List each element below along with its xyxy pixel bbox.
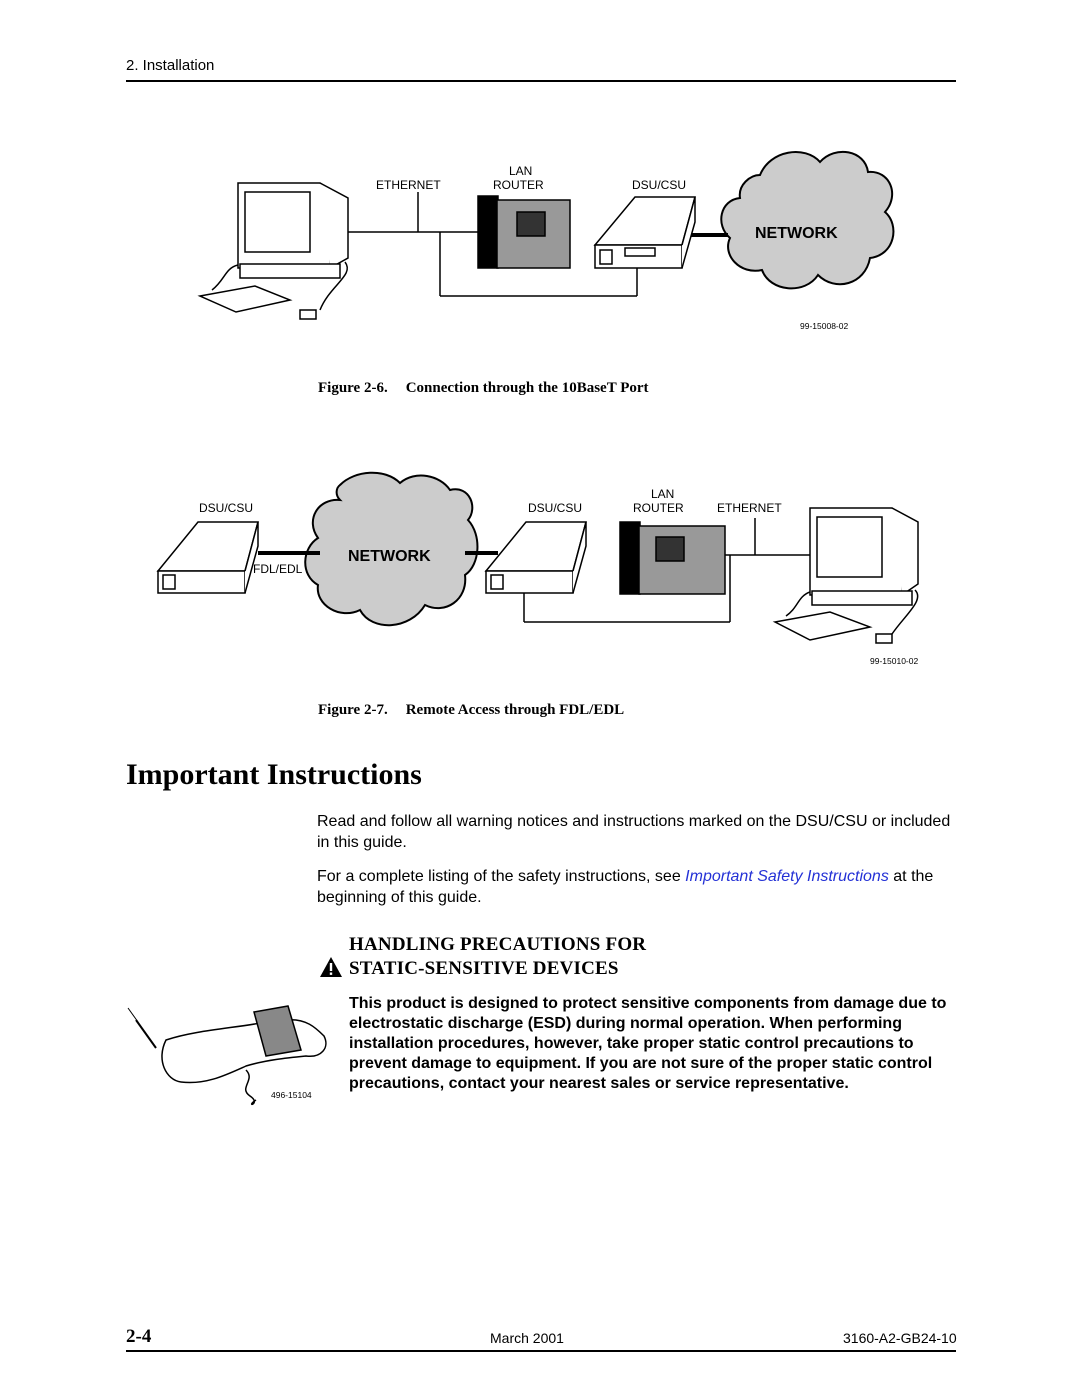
lan-router	[619, 521, 726, 595]
figure-2-6-diagram: NETWORK ETHERNET LAN ROUTER DSU/CSU 99-1…	[197, 150, 895, 331]
dsu-csu-right	[484, 521, 587, 594]
warning-icon	[320, 957, 342, 977]
handling-heading-line2: STATIC-SENSITIVE DEVICES	[349, 958, 619, 979]
para-text-after: at the beginning of this guide.	[317, 868, 934, 906]
ethernet-label: ETHERNET	[376, 178, 441, 192]
section-heading: Important Instructions	[126, 758, 422, 791]
dsucsu-label: DSU/CSU	[632, 178, 686, 192]
lan-router	[477, 195, 571, 269]
footer-rule	[126, 1350, 956, 1352]
figure-id: 99-15008-02	[800, 321, 848, 331]
dsu-csu-unit	[593, 196, 696, 269]
figure-2-7-diagram: NETWORK DSU/CSU FDL/EDL DSU/CSU LAN RO	[156, 471, 919, 666]
dsu-csu-left	[156, 521, 259, 594]
header-rule	[126, 80, 956, 82]
dsucsu-left-label: DSU/CSU	[199, 501, 253, 515]
figure-id: 99-15010-02	[870, 656, 918, 666]
intro-paragraph: Read and follow all warning notices and …	[317, 813, 951, 851]
router-label: ROUTER	[633, 501, 684, 515]
caption-number: Figure 2-7.	[318, 702, 388, 718]
esd-wrist-strap-icon: 496-15104	[127, 1005, 327, 1106]
esd-warning-text: This product is designed to protect sens…	[349, 995, 947, 1092]
ethernet-label: ETHERNET	[717, 501, 782, 515]
footer-date: March 2001	[490, 1330, 564, 1346]
safety-instructions-link[interactable]: Important Safety Instructions	[685, 868, 889, 885]
figure-2-6-caption: Figure 2-6. Connection through the 10Base…	[318, 380, 649, 397]
safety-paragraph: For a complete listing of the safety ins…	[317, 866, 957, 908]
lan-label: LAN	[509, 164, 532, 178]
page-number: 2-4	[126, 1326, 152, 1347]
computer-workstation	[772, 507, 919, 644]
network-label: NETWORK	[348, 548, 431, 565]
handling-heading-line1: HANDLING PRECAUTIONS FOR	[349, 934, 647, 955]
lan-label: LAN	[651, 487, 674, 501]
para-text-before: For a complete listing of the safety ins…	[317, 868, 686, 885]
caption-title: Connection through the 10BaseT Port	[405, 380, 649, 396]
caption-number: Figure 2-6.	[318, 380, 388, 396]
footer-doc-id: 3160-A2-GB24-10	[843, 1330, 957, 1346]
network-cloud	[304, 471, 479, 627]
fdl-edl-label: FDL/EDL	[253, 562, 303, 576]
icon-id: 496-15104	[271, 1090, 312, 1100]
network-label: NETWORK	[755, 225, 838, 242]
network-cloud	[720, 150, 895, 290]
router-label: ROUTER	[493, 178, 544, 192]
running-header: 2. Installation	[126, 57, 215, 74]
dsucsu-right-label: DSU/CSU	[528, 501, 582, 515]
computer-workstation	[197, 182, 349, 320]
caption-title: Remote Access through FDL/EDL	[405, 702, 625, 718]
figure-2-7-caption: Figure 2-7. Remote Access through FDL/EDL	[318, 702, 624, 719]
